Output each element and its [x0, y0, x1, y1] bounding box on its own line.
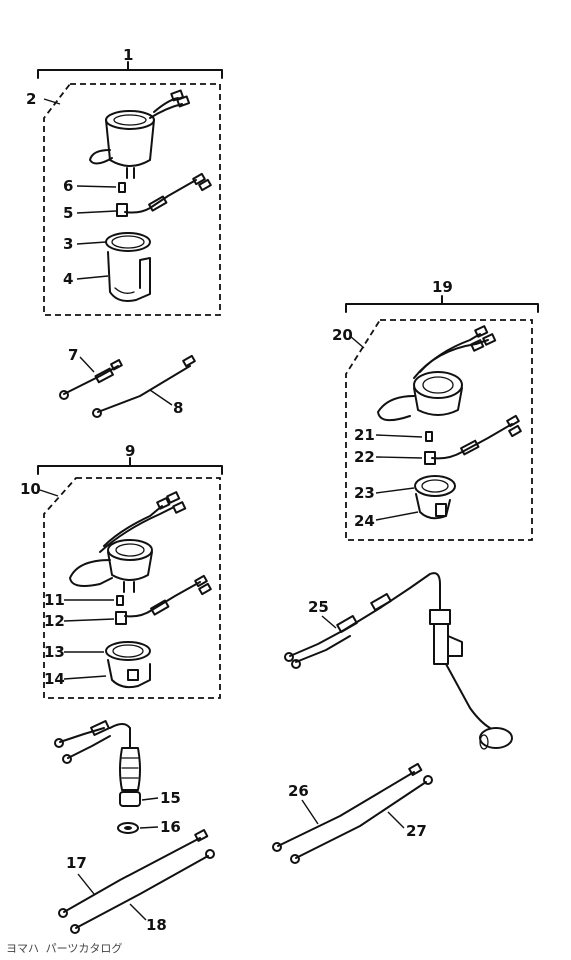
part-label-11: 11 [44, 591, 65, 609]
part-label-12: 12 [44, 612, 65, 630]
part-label-21: 21 [354, 426, 375, 444]
footer-text: ヨマハ パーツカタログ [6, 941, 122, 955]
bracket-4 [107, 251, 151, 302]
bulb-11 [116, 595, 124, 606]
bracket-14 [107, 659, 151, 689]
group-label-10: 10 [20, 480, 41, 498]
part-label-14: 14 [44, 670, 65, 688]
part-label-6: 6 [63, 177, 73, 195]
wire-harness-5 [124, 172, 212, 214]
cables-7-8: 7 8 [59, 346, 196, 418]
socket-5 [116, 203, 128, 217]
part-label-3: 3 [63, 235, 73, 253]
socket-22 [424, 451, 436, 465]
group-label-19: 19 [432, 278, 453, 296]
assembly-group-1: 1 2 [26, 46, 223, 316]
fuel-sender-25: 25 [284, 572, 513, 750]
part-label-27: 27 [406, 822, 427, 840]
part-label-5: 5 [63, 204, 73, 222]
assembly-group-19: 19 20 21 22 [332, 278, 539, 541]
part-label-22: 22 [354, 448, 375, 466]
gauge-meter-part-20 [377, 325, 497, 422]
wire-harness-12 [124, 574, 212, 618]
part-label-23: 23 [354, 484, 375, 502]
part-label-15: 15 [160, 789, 181, 807]
socket-12 [115, 611, 127, 625]
part-label-13: 13 [44, 643, 65, 661]
wire-harness-22 [431, 414, 522, 460]
cables-17-18: 17 18 [58, 829, 215, 934]
part-label-24: 24 [354, 512, 375, 530]
cables-26-27: 26 27 [272, 762, 433, 864]
part-label-26: 26 [288, 782, 309, 800]
washer-16 [117, 822, 139, 834]
group-label-2: 2 [26, 90, 36, 108]
assembly-group-9: 9 10 11 12 [20, 442, 223, 699]
part-label-25: 25 [308, 598, 329, 616]
bulb-6 [118, 182, 126, 193]
part-label-17: 17 [66, 854, 87, 872]
bulb-21 [425, 431, 433, 442]
gauge-meter-part-10 [69, 491, 187, 593]
group-label-9: 9 [125, 442, 135, 460]
part-label-8: 8 [173, 399, 183, 417]
part-label-18: 18 [146, 916, 167, 934]
gauge-meter-part-2 [89, 89, 191, 179]
part-label-16: 16 [160, 818, 181, 836]
ring-23 [414, 475, 456, 497]
part-label-7: 7 [68, 346, 78, 364]
part-label-4: 4 [63, 270, 73, 288]
group-label-1: 1 [123, 46, 133, 64]
bracket-24 [415, 493, 451, 520]
ring-13 [105, 641, 151, 661]
group-label-20: 20 [332, 326, 353, 344]
switch-15-16: 15 16 [54, 719, 181, 836]
